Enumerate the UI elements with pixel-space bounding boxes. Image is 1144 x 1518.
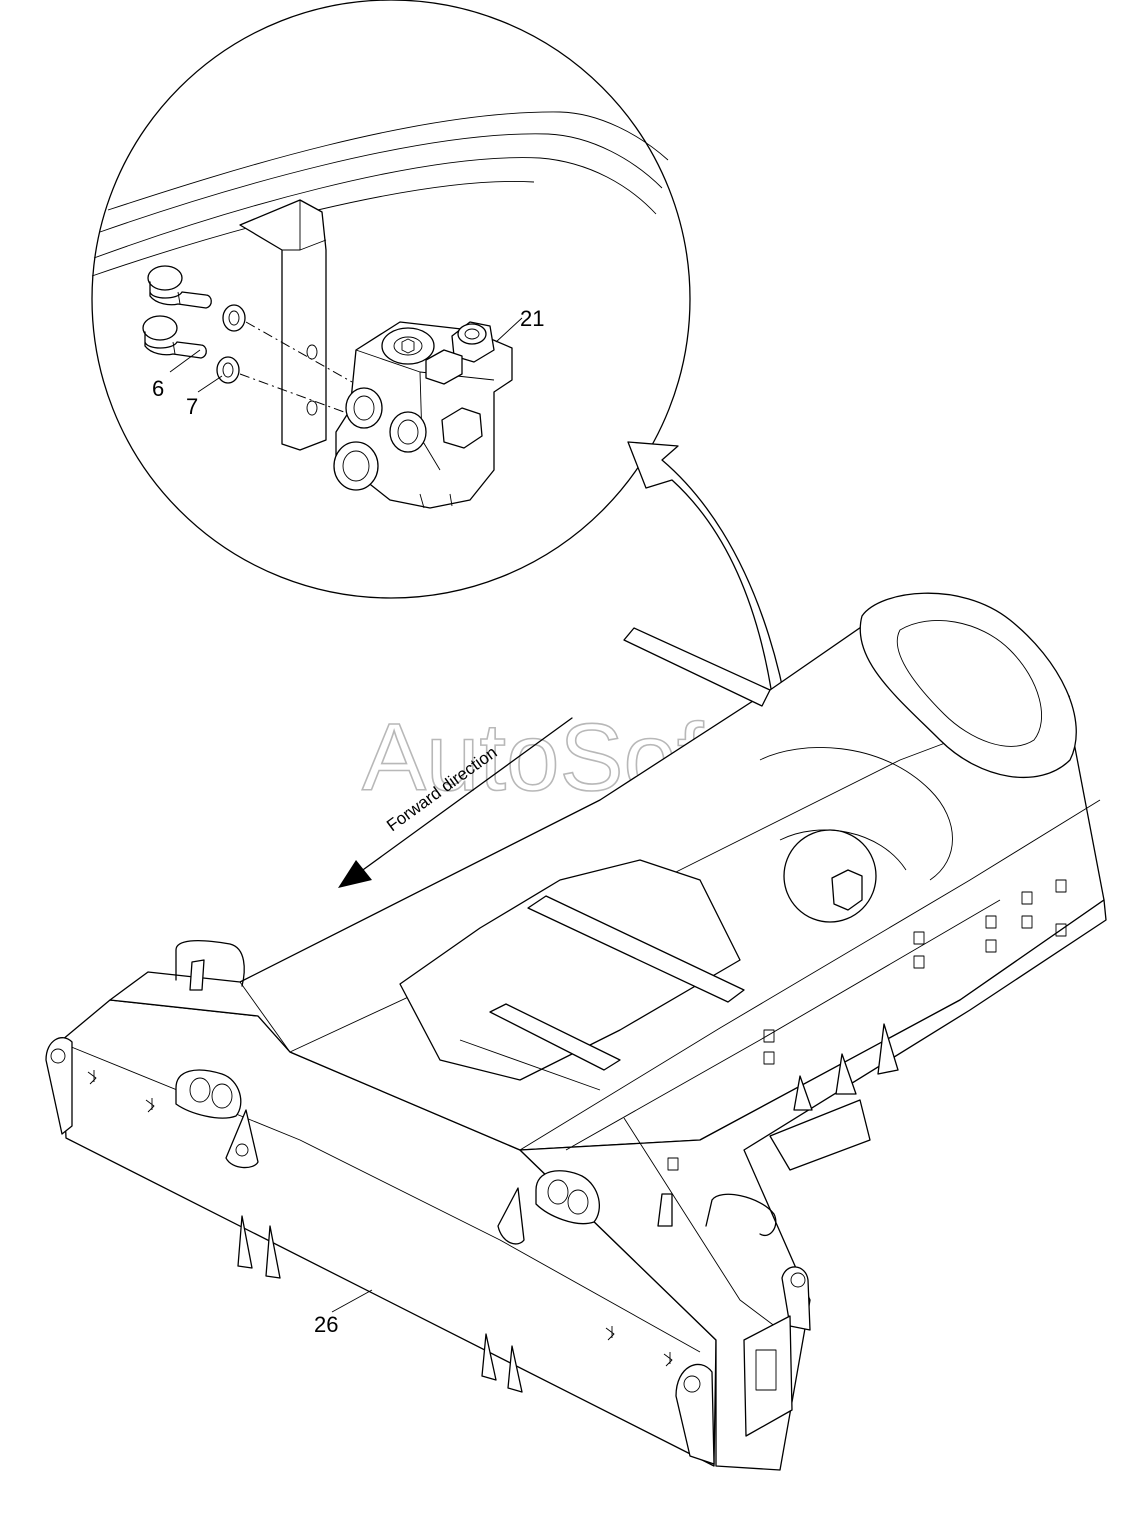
turntable-ring [859,592,1077,779]
fitting-1 [87,1070,97,1085]
detail-rail-3 [93,157,657,259]
right-beam-side [519,899,1107,1471]
right-cutout-1-hole-a [547,1179,569,1205]
right-cutout-1 [535,1170,600,1225]
cross-member-1 [527,895,745,1003]
leader-21 [495,317,523,343]
callout-7: 7 [186,394,198,419]
left-end-lug-hole [50,1048,66,1064]
right-end-lug-left-hole [683,1375,701,1393]
callout-21: 21 [520,306,544,331]
left-cutout-1-hole-b [211,1083,233,1109]
fitting-2 [145,1098,155,1113]
pad-set [667,879,1067,1171]
lower-tab-3 [481,1333,497,1381]
left-gusset [225,1109,259,1169]
center-well [399,859,741,1081]
washer-lower [216,356,240,384]
washer-upper [222,304,246,332]
cross-member-3 [459,1039,601,1091]
leader-7 [197,375,223,393]
bearing-arc-2 [779,829,907,871]
right-cutout-1-hole-b [567,1189,589,1215]
frame-edge-6 [623,1117,781,1331]
bolt-lower [142,315,207,359]
support-bracket [769,1099,871,1171]
left-cutout-1-hole-a [189,1077,211,1103]
callout-6: 6 [152,376,164,401]
right-end-lug-right [781,1266,811,1331]
detail-circle [91,0,691,599]
left-end-lug [45,1037,73,1135]
bearing-arc-1 [759,747,953,881]
right-end-lug-right-hole [790,1272,806,1288]
detail-bracket-plate [239,199,327,451]
detail-rail-1 [107,111,669,211]
left-grease-fitting [189,959,205,991]
valve-location [831,869,863,911]
frame-edge-3 [519,799,1101,1151]
detail-location-circle [783,829,877,923]
top-bracket-arm [623,627,771,707]
right-end-box [743,1315,793,1437]
callout-26: 26 [314,1312,338,1337]
leader-6 [169,349,201,373]
detail-centerline-1 [245,321,353,383]
cross-member-2 [489,1003,621,1071]
lift-tab-1 [793,1075,813,1111]
lower-tab-2 [265,1225,281,1279]
lift-tab-2 [835,1053,857,1095]
fitting-4 [663,1352,673,1367]
frame-edge-1 [239,981,291,1053]
frame-edge-4 [565,899,1001,1151]
detail-bracket-hole-2 [306,400,318,416]
turntable-inner [896,620,1042,747]
detail-rail-2 [99,133,663,233]
right-gusset [497,1187,525,1245]
lower-tab-4 [507,1345,523,1393]
detail-view [91,0,691,599]
forward-arrow-head [338,860,372,888]
right-end-box-window [755,1349,777,1391]
valve-block [333,321,513,509]
lower-tab-1 [237,1215,253,1269]
right-grease-fitting [657,1193,673,1227]
lift-tab-3 [877,1023,899,1075]
leader-26 [331,1289,373,1313]
forward-arrow-line [359,717,573,873]
left-handle [175,940,245,987]
fitting-3 [605,1326,615,1341]
detail-centerline-2 [239,373,345,413]
right-handle [705,1193,777,1237]
main-frame [45,592,1107,1471]
detail-bracket-edge-2 [299,239,327,251]
bolt-upper [147,265,212,309]
left-gusset-hole [235,1143,249,1157]
